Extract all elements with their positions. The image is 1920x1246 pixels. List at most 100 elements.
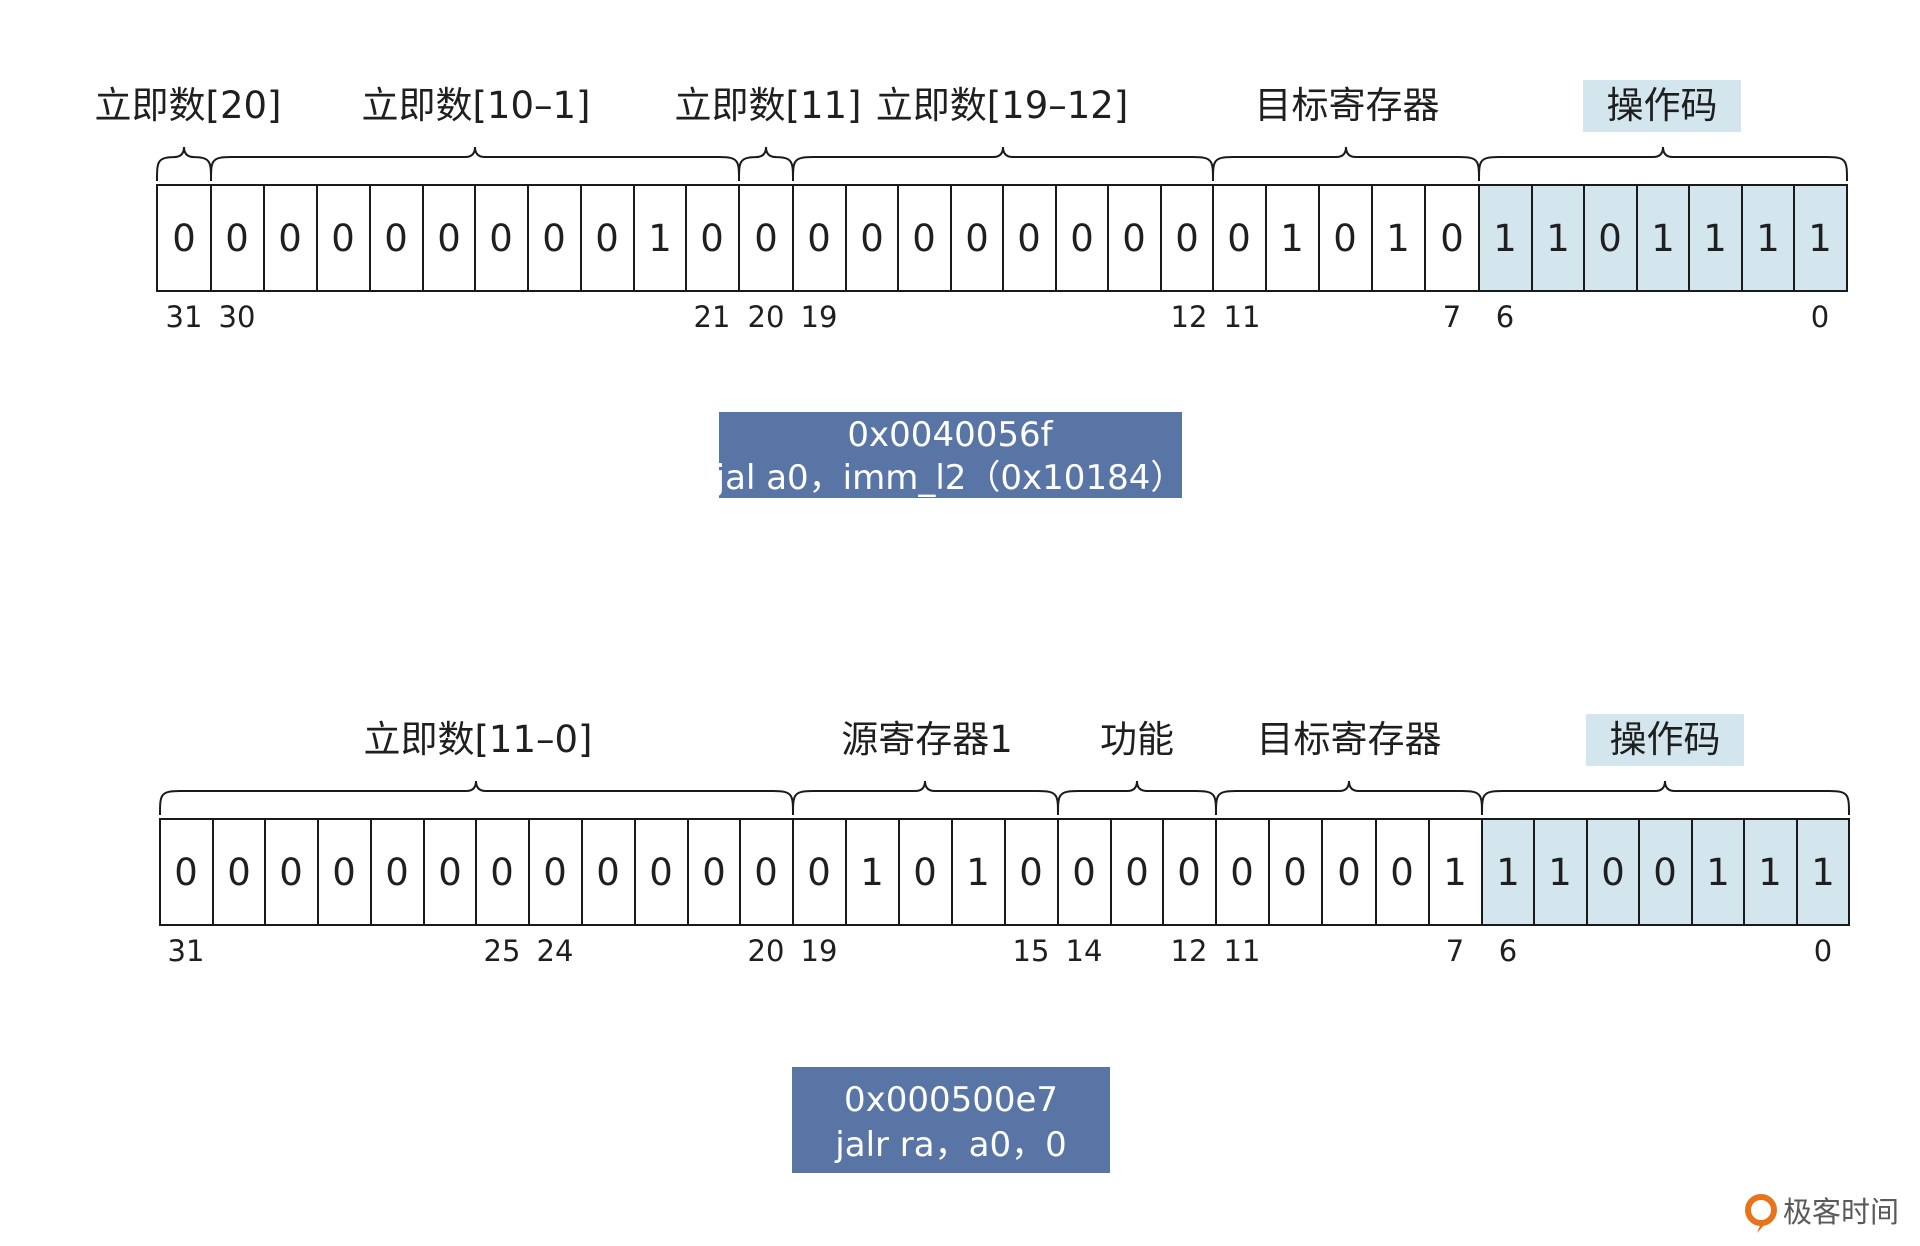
field-label-opcode: 操作码 [1610,718,1721,761]
jalr-bit-6: 1 [1481,818,1535,926]
jal-bit-15: 0 [1002,184,1057,292]
field-label-rd: 目标寄存器 [1255,84,1440,127]
bit-index: 30 [219,300,256,334]
field-label-imm19-12: 立即数[19–12] [876,84,1129,127]
jal-bit-19: 0 [792,184,847,292]
jal-bit-4: 0 [1583,184,1638,292]
bit-cell [845,184,899,292]
bit-cell [1793,184,1848,292]
bit-value: 0 [438,851,462,894]
bit-value: 1 [648,217,672,260]
jalr-bit-indices: 31 25 24 20 19 15 14 12 11 7 6 0 [168,934,1833,968]
brace-imm20 [156,146,212,182]
bit-index: 19 [801,934,838,968]
jal-bit-30: 0 [210,184,265,292]
brace-rs1 [792,780,1059,816]
jal-bit-24: 0 [527,184,582,292]
field-label-opcode: 操作码 [1607,84,1718,127]
bit-value: 0 [649,851,673,894]
jal-bit-1: 1 [1741,184,1795,292]
bit-cell [1636,184,1690,292]
bit-index: 19 [801,300,838,334]
bit-value: 0 [1019,851,1043,894]
jal-bit-31: 0 [156,184,212,292]
logo-text: 极客时间 [1783,1195,1899,1229]
caption-hex: 0x0040056f [847,415,1053,455]
bit-index: 6 [1496,300,1514,334]
bit-value: 0 [1598,217,1622,260]
jal-bit-16: 0 [950,184,1004,292]
bit-value: 0 [1122,217,1146,260]
field-label-rs1: 源寄存器1 [841,718,1013,761]
bit-value: 0 [227,851,251,894]
bit-value: 1 [1808,217,1832,260]
bit-cell [316,184,371,292]
jalr-bit-22: 0 [634,818,689,926]
bit-value: 0 [912,217,936,260]
bit-index: 11 [1224,934,1261,968]
bit-value: 0 [595,217,619,260]
jalr-bit-9: 0 [1321,818,1377,926]
jal-bit-18: 0 [845,184,899,292]
brace-imm11-0 [159,780,794,816]
jal-bit-6: 1 [1478,184,1533,292]
bit-value: 1 [1651,217,1675,260]
bit-cell [1481,818,1535,926]
jalr-bit-11: 0 [1215,818,1270,926]
bit-value: 0 [278,217,302,260]
jal-bit-17: 0 [897,184,952,292]
jalr-caption: 0x000500e7 jalr ra，a0，0 [792,1067,1110,1173]
bit-cell [897,184,952,292]
jal-bit-29: 0 [263,184,318,292]
jal-bit-7: 0 [1424,184,1480,292]
bit-value: 0 [490,851,514,894]
bit-cell [1265,184,1320,292]
bit-value: 1 [1548,851,1572,894]
jal-field-braces [156,146,1848,182]
brace-opcode [1478,146,1848,182]
bit-value: 0 [1333,217,1357,260]
jal-bit-22: 1 [633,184,687,292]
caption-asm: jalr ra，a0，0 [834,1125,1066,1165]
instruction-jalr: 立即数[11–0] 源寄存器1 功能 目标寄存器 操作码 0 0 0 0 0 0… [159,714,1850,1173]
bit-cell [792,818,847,926]
bit-cell [1688,184,1743,292]
bit-index: 11 [1224,300,1261,334]
jalr-bit-14: 0 [1057,818,1112,926]
jalr-bit-0: 1 [1796,818,1850,926]
brace-opcode [1481,780,1850,816]
jal-bit-27: 0 [369,184,424,292]
bit-value: 0 [807,217,831,260]
bit-value: 0 [702,851,726,894]
bit-value: 1 [1280,217,1304,260]
bit-value: 1 [1703,217,1727,260]
bit-cell [1002,184,1057,292]
bit-cell [1110,818,1164,926]
bit-cell [1057,818,1112,926]
bit-cell [1215,818,1270,926]
bit-cell [422,184,476,292]
bit-value: 0 [1125,851,1149,894]
caption-asm: jal a0，imm_l2（0x10184） [715,458,1185,498]
bit-index: 15 [1013,934,1050,968]
bit-value: 0 [437,217,461,260]
bit-cell [1428,818,1483,926]
bit-value: 1 [1443,851,1467,894]
jal-bit-9: 0 [1318,184,1373,292]
bit-value: 0 [225,217,249,260]
bit-cell [633,184,687,292]
bit-index: 12 [1171,934,1208,968]
bit-cell [1162,818,1217,926]
bit-value: 0 [543,851,567,894]
bit-cell [1107,184,1162,292]
bit-index: 7 [1446,934,1464,968]
jalr-bit-25: 0 [475,818,530,926]
field-label-rd: 目标寄存器 [1257,718,1442,761]
bit-value: 0 [1017,217,1041,260]
bit-cell [898,818,953,926]
bit-index: 24 [537,934,574,968]
jalr-field-labels: 立即数[11–0] 源寄存器1 功能 目标寄存器 操作码 [364,714,1744,766]
jalr-bit-8: 0 [1375,818,1430,926]
bit-cell [685,184,740,292]
bit-index: 0 [1814,934,1832,968]
